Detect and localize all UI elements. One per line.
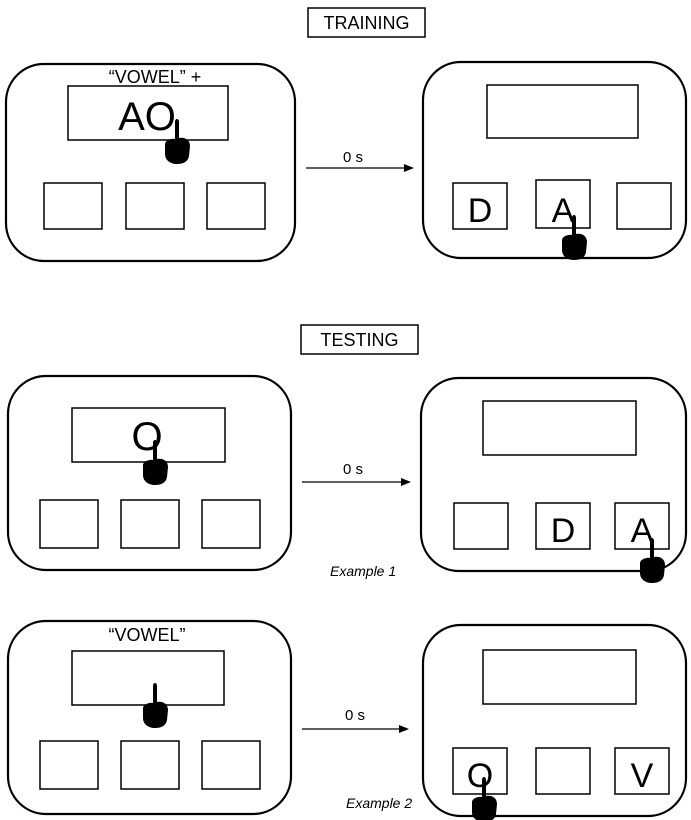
- example1-choice-box: [535, 502, 591, 550]
- training-sample-box: [67, 85, 229, 141]
- example2-choice-box: [120, 740, 180, 790]
- example1-sample-box: [71, 407, 226, 463]
- example2-sample-box: [71, 650, 225, 706]
- testing-section: TESTING O 0 s D A Example 1 “VOWEL” 0 s: [6, 324, 688, 820]
- training-choice-box: [125, 182, 185, 230]
- training-choice-left-letter: D: [468, 192, 493, 230]
- example2-choice-screen: [421, 623, 688, 818]
- example2-sample-box-empty: [482, 649, 637, 705]
- example1-sample-screen: [6, 374, 293, 572]
- training-choice-screen: [421, 60, 688, 260]
- example2-sample-screen: [6, 619, 293, 816]
- example1-choice-box: [39, 499, 99, 549]
- training-sample-screen: [4, 62, 297, 263]
- example1-choice-box: [201, 499, 261, 549]
- training-sample-box-empty: [486, 84, 639, 139]
- training-header: TRAINING: [323, 13, 409, 33]
- testing-header-box: [300, 324, 419, 355]
- example1-choice-box-selected: [614, 502, 670, 550]
- testing-header: TESTING: [320, 330, 398, 350]
- example1-choice-box: [453, 502, 509, 550]
- training-choice-box: [452, 182, 508, 230]
- example1-sample-box-empty: [482, 400, 637, 456]
- example2-choice-left-letter: O: [467, 757, 493, 795]
- example2-caption: Example 2: [346, 795, 412, 811]
- example2-choice-right-letter: V: [631, 757, 654, 795]
- example1-sample-letter: O: [131, 415, 162, 459]
- training-header-box: [307, 7, 426, 38]
- example1-choice-box: [120, 499, 180, 549]
- training-choice-middle-letter: A: [552, 192, 575, 230]
- example2-delay-label: 0 s: [345, 707, 365, 724]
- example1-choice-right-letter: A: [631, 512, 654, 550]
- training-delay-label: 0 s: [343, 149, 363, 166]
- arrowhead-icon: [404, 164, 414, 172]
- arrowhead-icon: [401, 478, 411, 486]
- example1-delay-label: 0 s: [343, 461, 363, 478]
- training-sample-label: “VOWEL” +: [109, 67, 202, 87]
- training-choice-box-selected: [535, 179, 591, 229]
- example1-choice-middle-letter: D: [551, 512, 576, 550]
- example2-choice-box: [39, 740, 99, 790]
- example2-choice-box: [535, 747, 591, 795]
- training-sample-letters: AO: [118, 95, 176, 139]
- example2-sample-label: “VOWEL”: [108, 625, 185, 645]
- training-choice-box: [206, 182, 266, 230]
- example1-caption: Example 1: [330, 563, 396, 579]
- arrowhead-icon: [399, 725, 409, 733]
- example2-choice-box-selected: [452, 747, 508, 795]
- example2-choice-box: [614, 747, 670, 795]
- training-choice-box: [43, 182, 103, 230]
- example1-choice-screen: [419, 376, 688, 573]
- training-choice-box: [616, 182, 672, 230]
- training-section: TRAINING “VOWEL” + AO 0 s D A: [4, 7, 688, 263]
- example2-choice-box: [201, 740, 261, 790]
